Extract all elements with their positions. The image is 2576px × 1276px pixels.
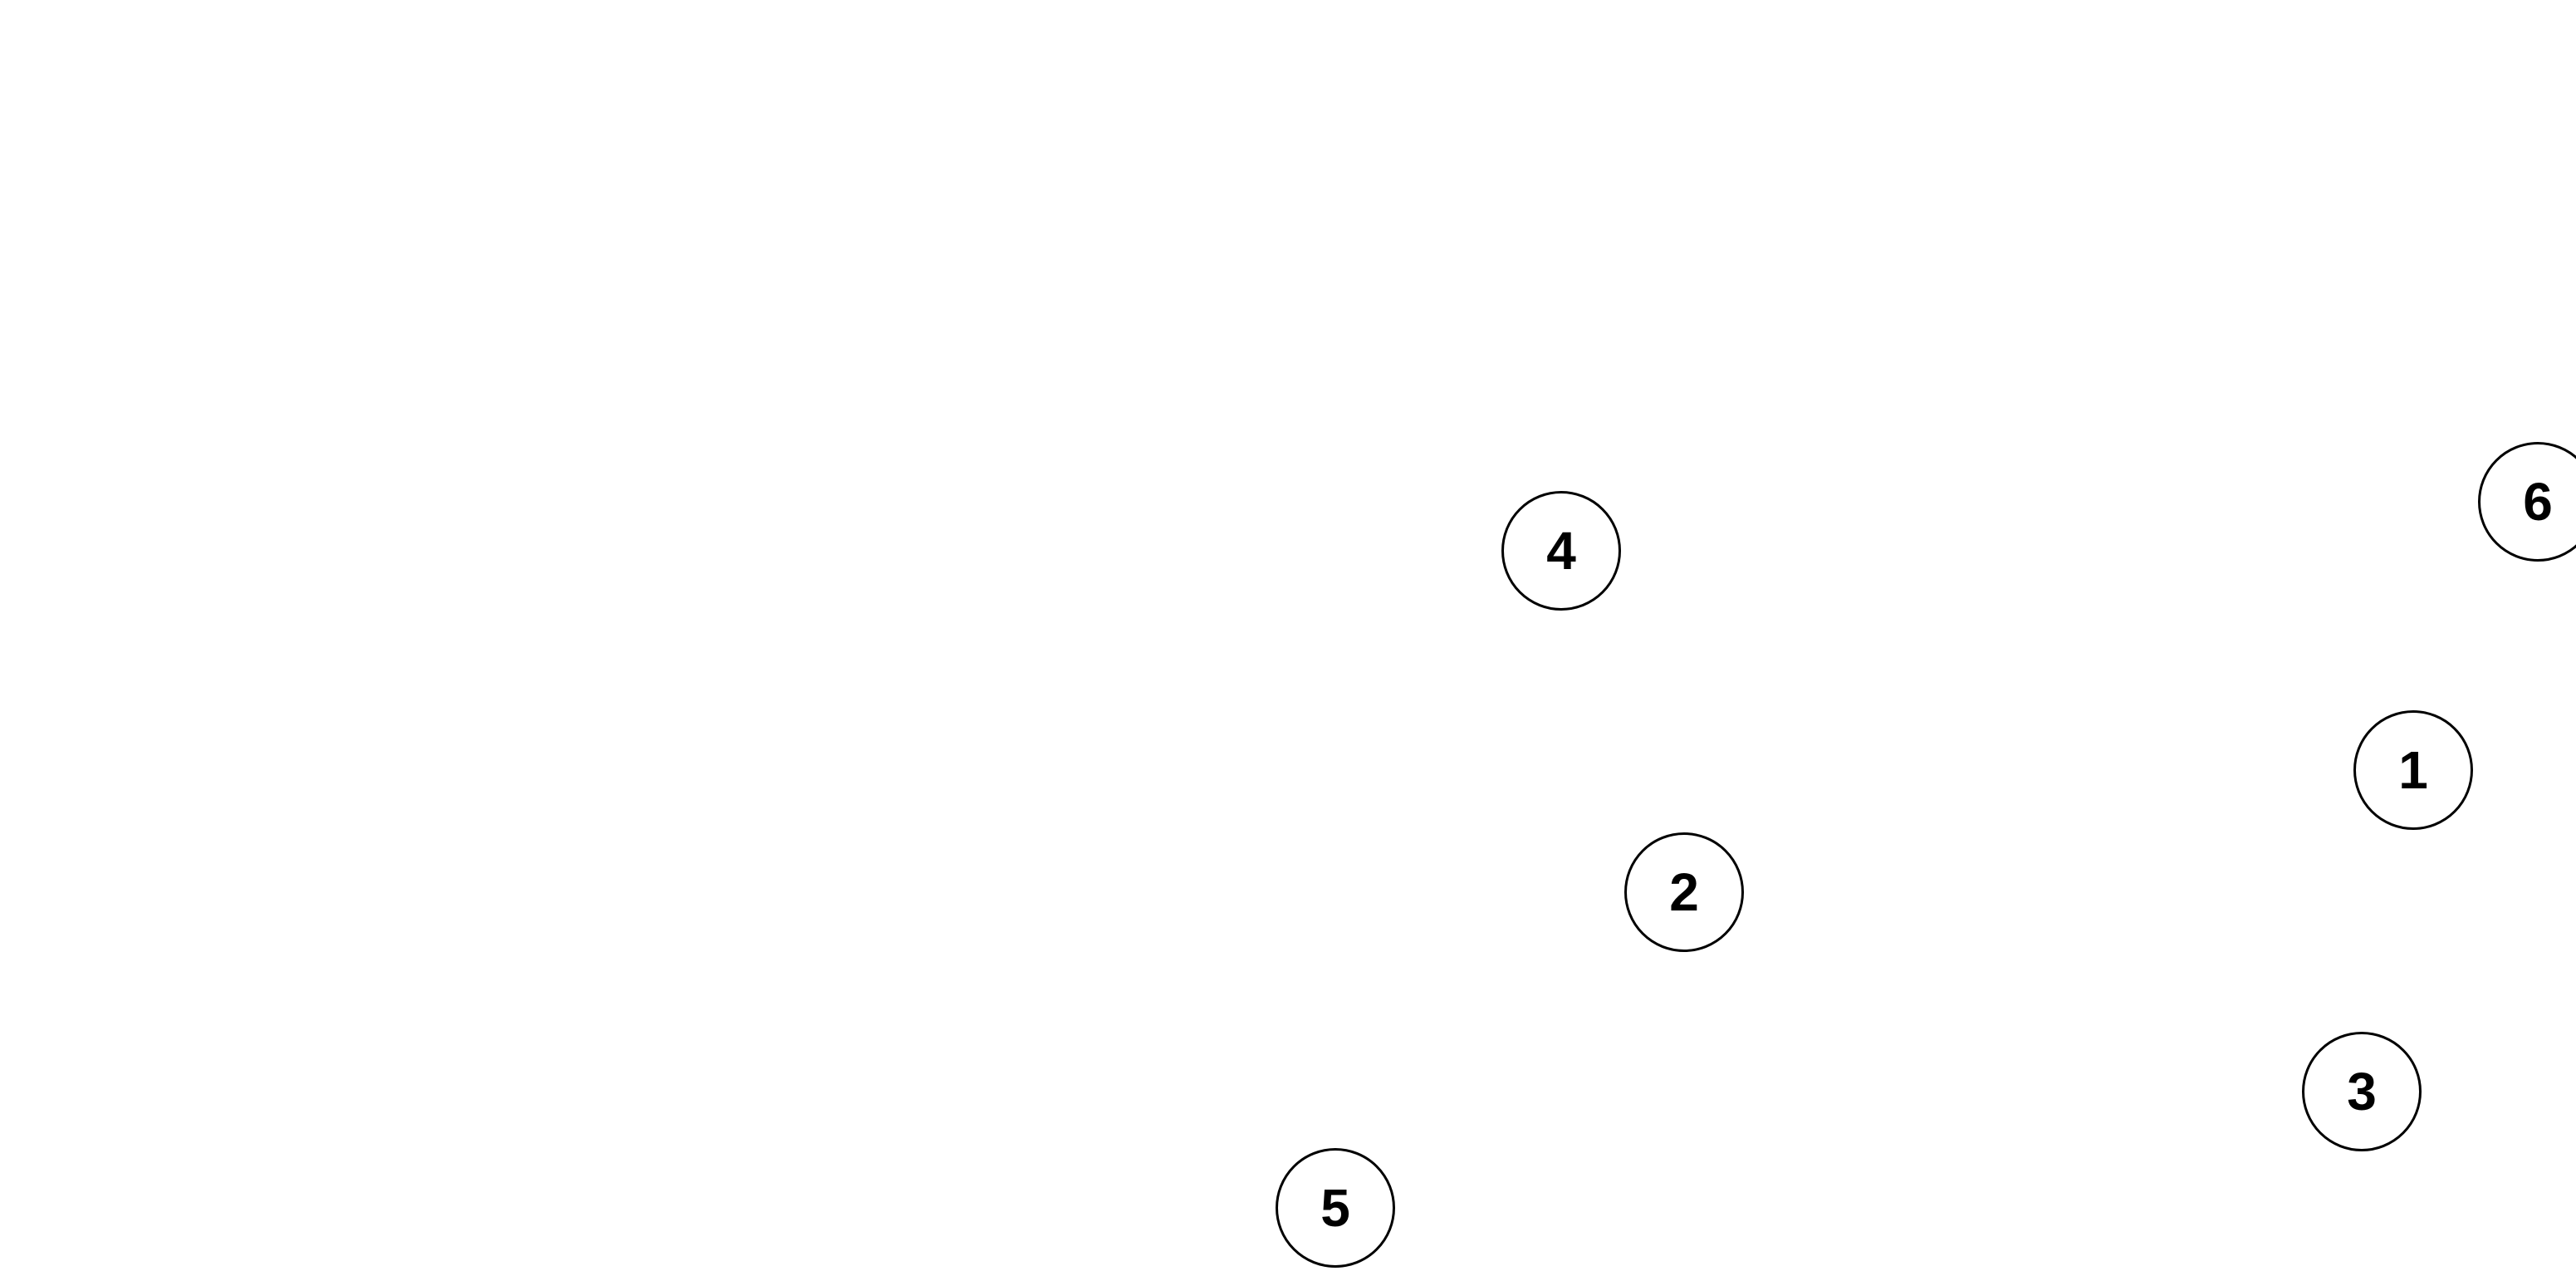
marker-label-6: 6 bbox=[2523, 472, 2553, 532]
circle-marker-6[interactable]: 6 bbox=[2478, 442, 2576, 562]
marker-label-4: 4 bbox=[1546, 521, 1576, 581]
marker-label-3: 3 bbox=[2347, 1062, 2377, 1121]
circle-marker-1[interactable]: 1 bbox=[2353, 710, 2473, 830]
marker-label-2: 2 bbox=[1669, 862, 1699, 922]
circle-marker-3[interactable]: 3 bbox=[2302, 1032, 2422, 1151]
circle-marker-5[interactable]: 5 bbox=[1276, 1148, 1395, 1268]
circle-marker-4[interactable]: 4 bbox=[1501, 491, 1621, 611]
marker-label-1: 1 bbox=[2398, 740, 2428, 800]
circle-marker-2[interactable]: 2 bbox=[1624, 832, 1744, 952]
marker-label-5: 5 bbox=[1320, 1178, 1350, 1238]
